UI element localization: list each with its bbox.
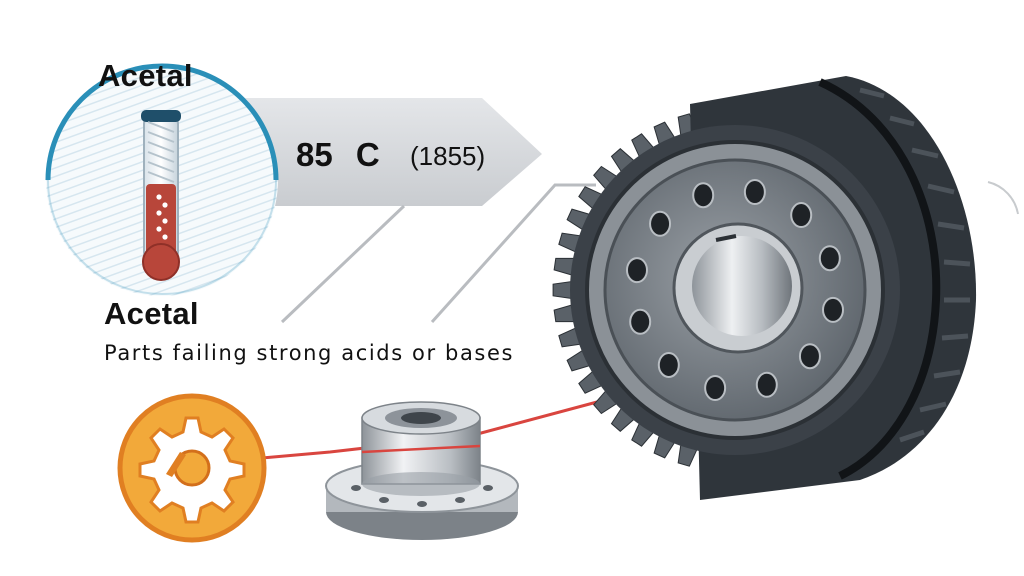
temperature-value: 85 C xyxy=(296,136,380,173)
bolt-hole xyxy=(704,375,727,402)
accent-ring xyxy=(987,181,1019,215)
bolt-hole xyxy=(657,351,680,378)
bolt-hole xyxy=(790,202,813,229)
flanged-hub-part xyxy=(325,401,519,540)
gear-icon xyxy=(138,416,246,524)
bolt-hole xyxy=(692,182,715,209)
timing-pulley xyxy=(552,76,977,500)
bolt-hole xyxy=(755,371,778,398)
bolt-hole xyxy=(818,245,841,272)
leader-lines xyxy=(280,183,596,324)
thermometer-icon xyxy=(141,110,181,281)
temperature-note: (1855) xyxy=(410,141,486,171)
temperature-arrow-banner xyxy=(232,98,542,206)
failure-caption: Parts failing strong acids or bases xyxy=(104,341,515,365)
bolt-hole xyxy=(625,257,648,284)
material-title-bottom: Acetal xyxy=(104,296,199,331)
material-title-top: Acetal xyxy=(98,58,193,93)
bolt-hole xyxy=(629,308,652,335)
bolt-hole xyxy=(798,343,821,370)
bolt-hole xyxy=(822,296,845,323)
bolt-hole xyxy=(743,178,766,205)
bolt-hole xyxy=(649,210,672,237)
pulley-bolt-holes xyxy=(625,178,845,402)
